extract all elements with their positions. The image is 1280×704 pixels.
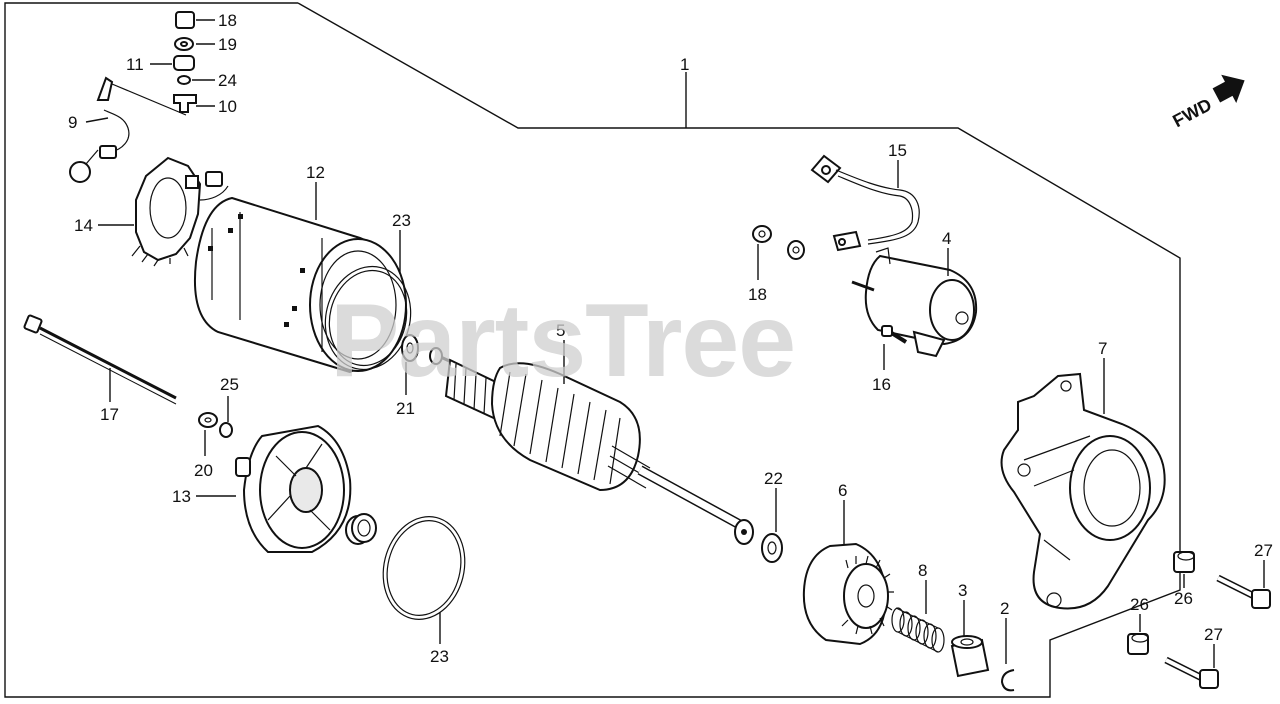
pinion-gear [802, 542, 894, 646]
brush-holder-plate [131, 156, 229, 267]
stop-collar [950, 635, 990, 678]
callout-19: 19 [218, 35, 237, 54]
fwd-arrow-icon: FWD [1169, 74, 1245, 131]
callout-15: 15 [888, 141, 907, 160]
callout-27-upper: 27 [1254, 541, 1273, 560]
solenoid [851, 247, 978, 358]
through-bolt [23, 314, 177, 405]
circlip [1000, 669, 1015, 692]
callout-18-top: 18 [218, 11, 237, 30]
callout-24: 24 [218, 71, 237, 90]
lead-wire [810, 154, 920, 252]
callout-22: 22 [764, 469, 783, 488]
callout-12: 12 [306, 163, 325, 182]
callout-21: 21 [396, 399, 415, 418]
callout-27-lower: 27 [1204, 625, 1223, 644]
brush-terminal-part [69, 76, 130, 183]
callout-2: 2 [1000, 599, 1009, 618]
front-bracket [1000, 372, 1166, 610]
washer-20 [198, 412, 218, 428]
callout-23-upper: 23 [392, 211, 411, 230]
dowel-pin-upper [1173, 551, 1195, 573]
callout-10: 10 [218, 97, 237, 116]
callout-16: 16 [872, 375, 891, 394]
callout-18-right: 18 [748, 285, 767, 304]
callout-5: 5 [556, 321, 565, 340]
callout-14: 14 [74, 216, 93, 235]
nut-18-right [752, 225, 772, 243]
callout-26-lower: 26 [1130, 595, 1149, 614]
callout-4: 4 [942, 229, 951, 248]
washer-21 [401, 334, 419, 362]
assembly-outline [4, 2, 1181, 698]
washer-22 [761, 533, 783, 563]
callout-20: 20 [194, 461, 213, 480]
bushing [345, 513, 377, 545]
callout-13: 13 [172, 487, 191, 506]
callout-3: 3 [958, 581, 967, 600]
spring [891, 607, 945, 653]
o-ring-lower [382, 516, 466, 620]
o-ring-upper [324, 265, 412, 371]
rear-cover [235, 424, 352, 553]
yoke-housing [193, 196, 407, 374]
fwd-label: FWD [1169, 94, 1215, 131]
callout-25: 25 [220, 375, 239, 394]
callout-9: 9 [68, 113, 77, 132]
bolt-16 [881, 325, 908, 344]
callout-6: 6 [838, 481, 847, 500]
flange-bolt-lower [1164, 656, 1219, 689]
hardware-stack [173, 11, 197, 113]
callout-11: 11 [126, 55, 144, 74]
washer-25 [219, 422, 233, 438]
callout-17: 17 [100, 405, 119, 424]
dowel-pin-lower [1127, 633, 1149, 655]
armature [429, 347, 754, 545]
callout-26-upper: 26 [1174, 589, 1193, 608]
callout-7: 7 [1098, 339, 1107, 358]
callout-8: 8 [918, 561, 927, 580]
flange-bolt-upper [1216, 574, 1271, 609]
callout-23-lower: 23 [430, 647, 449, 666]
callout-1: 1 [680, 55, 689, 74]
